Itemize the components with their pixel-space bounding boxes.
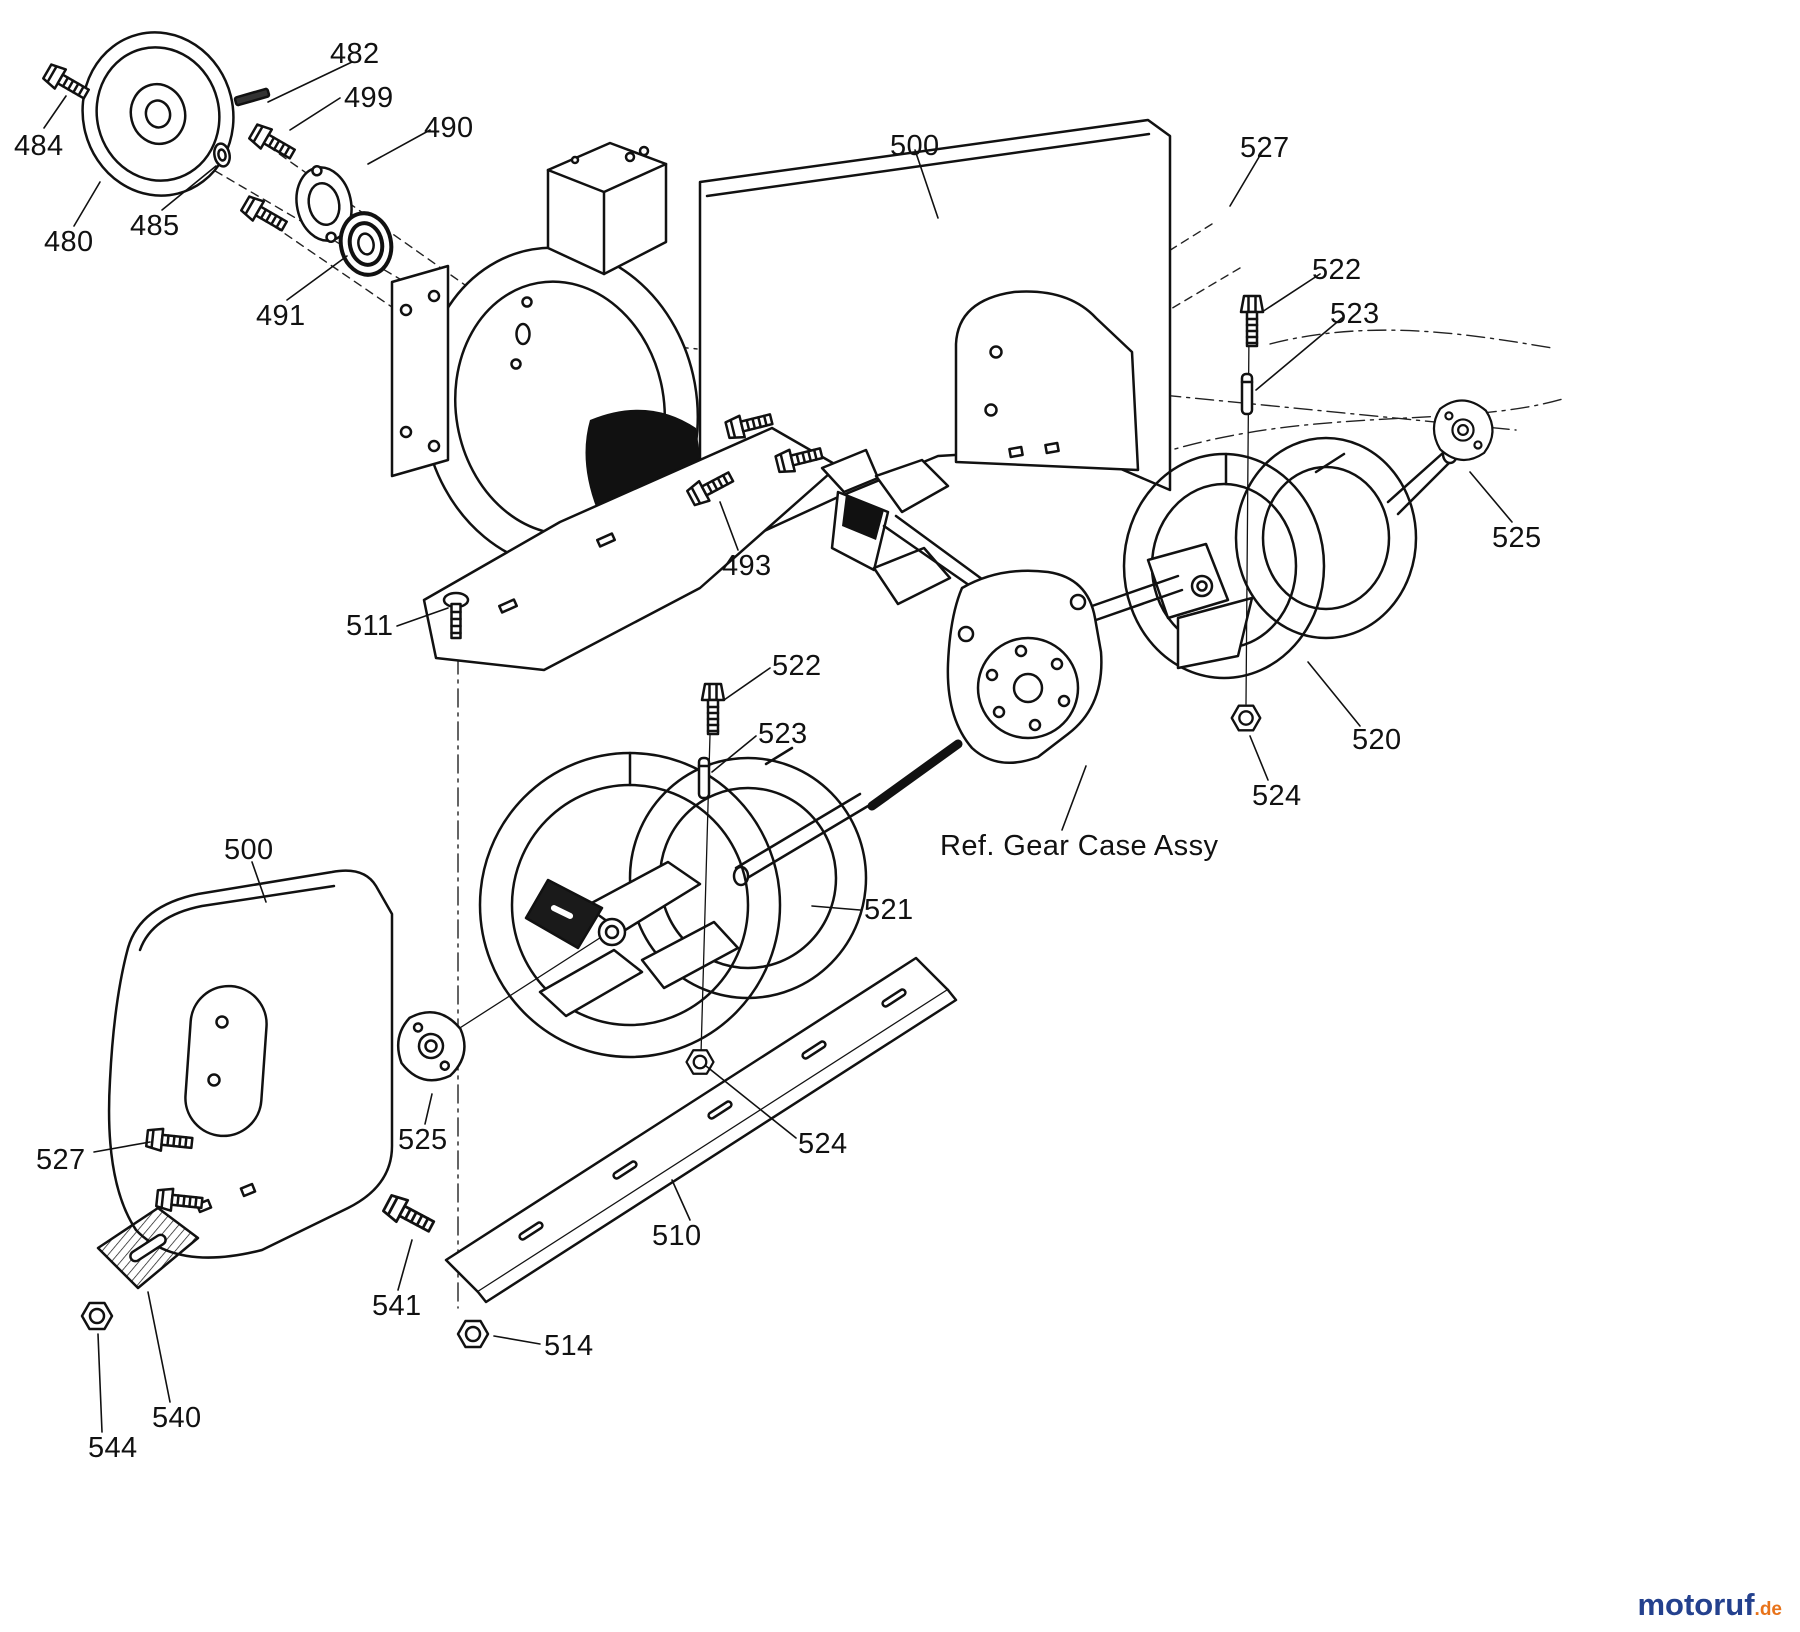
watermark-tld: .de — [1754, 1599, 1782, 1620]
watermark: motoruf.de — [1637, 1589, 1782, 1620]
watermark-brand: motoruf — [1637, 1587, 1755, 1622]
